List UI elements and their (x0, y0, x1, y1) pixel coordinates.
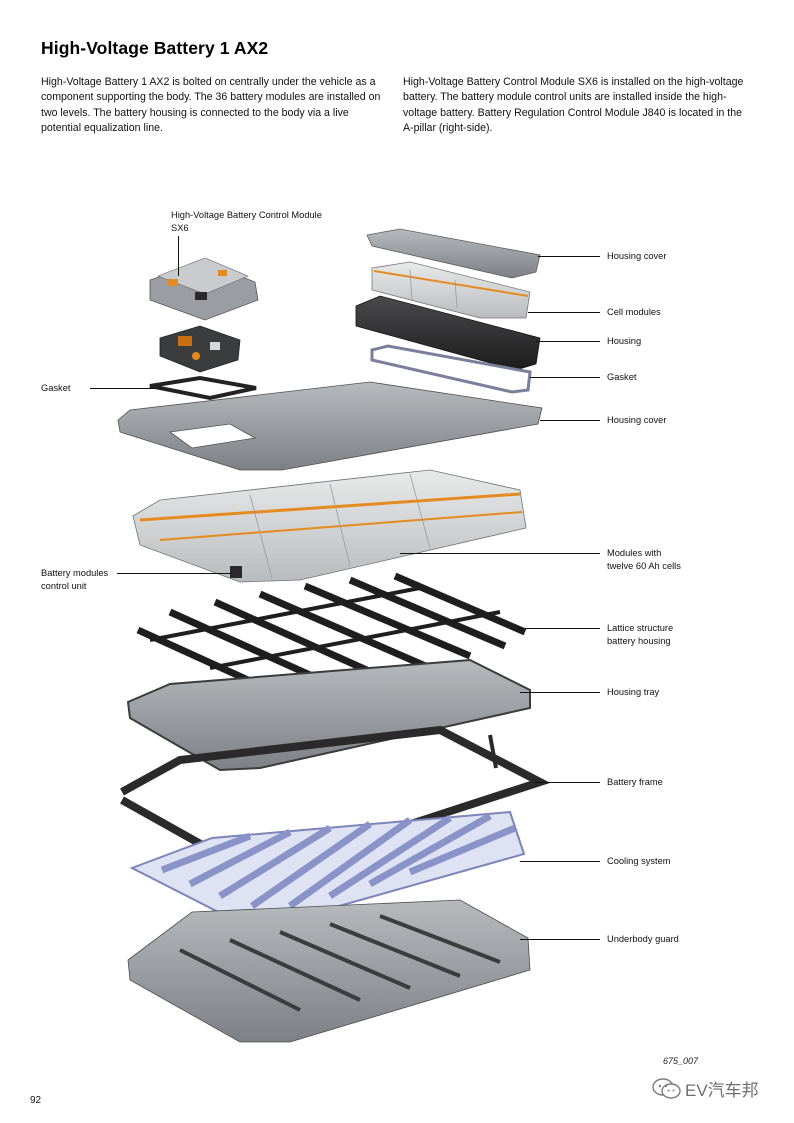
watermark-text: EV汽车邦 (685, 1081, 759, 1100)
leader-housing-tray (520, 692, 600, 693)
label-control-module-line1: High-Voltage Battery Control Module (171, 210, 322, 220)
leader-underbody-guard (520, 939, 600, 940)
leader-battery-modules-control-unit (117, 573, 232, 574)
label-gasket-left: Gasket (41, 383, 71, 393)
label-cooling-system: Cooling system (607, 856, 671, 866)
intro-paragraph-right: High-Voltage Battery Control Module SX6 … (403, 76, 744, 135)
gasket-left-part (149, 375, 257, 401)
figure-id: 675_007 (663, 1056, 699, 1066)
intro-paragraph-left: High-Voltage Battery 1 AX2 is bolted on … (41, 76, 381, 135)
lattice-structure-part (136, 572, 527, 694)
label-housing-cover-main: Housing cover (607, 415, 667, 425)
leader-housing-cover-top (538, 256, 600, 257)
leader-gasket-left (90, 388, 155, 389)
housing-cover-main-part (117, 381, 543, 471)
leader-housing (536, 341, 600, 342)
page-title: High-Voltage Battery 1 AX2 (41, 38, 269, 58)
housing-cover-top-part (366, 228, 541, 279)
label-lattice-structure: Lattice structure battery housing (607, 622, 673, 647)
label-gasket-right: Gasket (607, 372, 637, 382)
label-battery-frame: Battery frame (607, 777, 663, 787)
battery-modules-lower-part (132, 469, 527, 583)
leader-cooling-system (520, 861, 600, 862)
label-battery-modules-control-unit: Battery modules control unit (41, 567, 108, 592)
leader-housing-cover-main (540, 420, 600, 421)
label-bmcu-line1: Battery modules (41, 568, 109, 578)
underbody-guard-part (127, 899, 531, 1043)
control-module-lower-part (159, 325, 241, 373)
label-bmcu-line2: control unit (41, 580, 87, 591)
leader-control-module (178, 236, 179, 276)
housing-part (355, 295, 541, 371)
label-lattice-line2: battery housing (607, 635, 671, 646)
label-modules-line2: twelve 60 Ah cells (607, 560, 681, 571)
label-housing: Housing (607, 336, 642, 346)
leader-modules-with-cells (400, 553, 600, 554)
page-number: 92 (30, 1095, 42, 1106)
wechat-icon (652, 1077, 681, 1099)
label-modules-line1: Modules with (607, 548, 662, 558)
housing-tray-part (126, 658, 531, 772)
cell-modules-part (371, 261, 531, 319)
cooling-system-part (129, 810, 526, 924)
watermark: EV汽车邦 (652, 1076, 759, 1101)
label-housing-tray: Housing tray (607, 687, 660, 697)
label-cell-modules: Cell modules (607, 307, 661, 317)
label-lattice-line1: Lattice structure (607, 623, 674, 633)
leader-lattice-structure (518, 628, 600, 629)
control-module-upper-part (149, 257, 259, 321)
gasket-right-part (370, 344, 532, 394)
label-modules-with-cells: Modules with twelve 60 Ah cells (607, 547, 681, 572)
leader-cell-modules (528, 312, 600, 313)
leader-gasket-right (530, 377, 600, 378)
label-housing-cover-top: Housing cover (607, 251, 667, 261)
label-control-module-line2: SX6 (171, 222, 189, 233)
leader-battery-frame (535, 782, 600, 783)
label-control-module: High-Voltage Battery Control Module SX6 (171, 209, 322, 234)
label-underbody-guard: Underbody guard (607, 934, 679, 944)
